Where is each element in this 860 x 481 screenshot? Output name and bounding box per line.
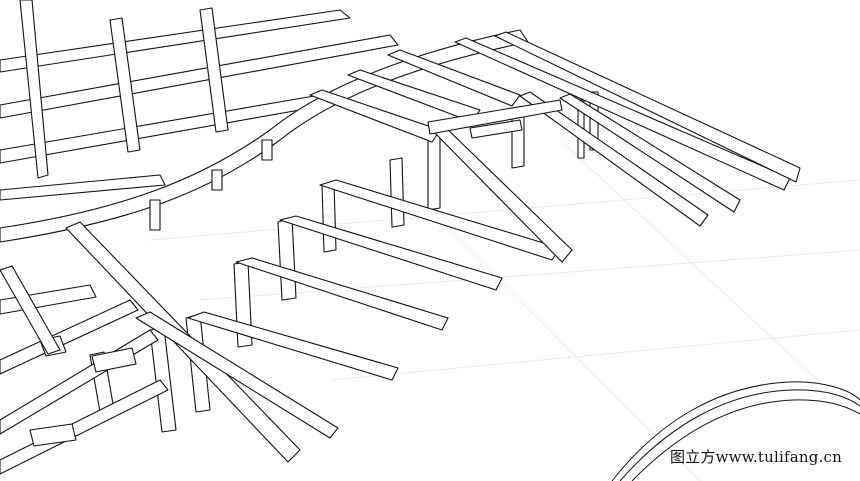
curved-edge-bottom-right <box>611 381 860 481</box>
guide-lines <box>149 139 860 481</box>
upper-beam-grid <box>0 0 399 201</box>
posts <box>89 91 599 433</box>
lower-cross-members <box>0 265 169 475</box>
watermark-text: 图立方www.tulifang.cn <box>670 448 842 466</box>
hip-rafters <box>309 31 801 263</box>
front-rafters <box>65 179 561 463</box>
